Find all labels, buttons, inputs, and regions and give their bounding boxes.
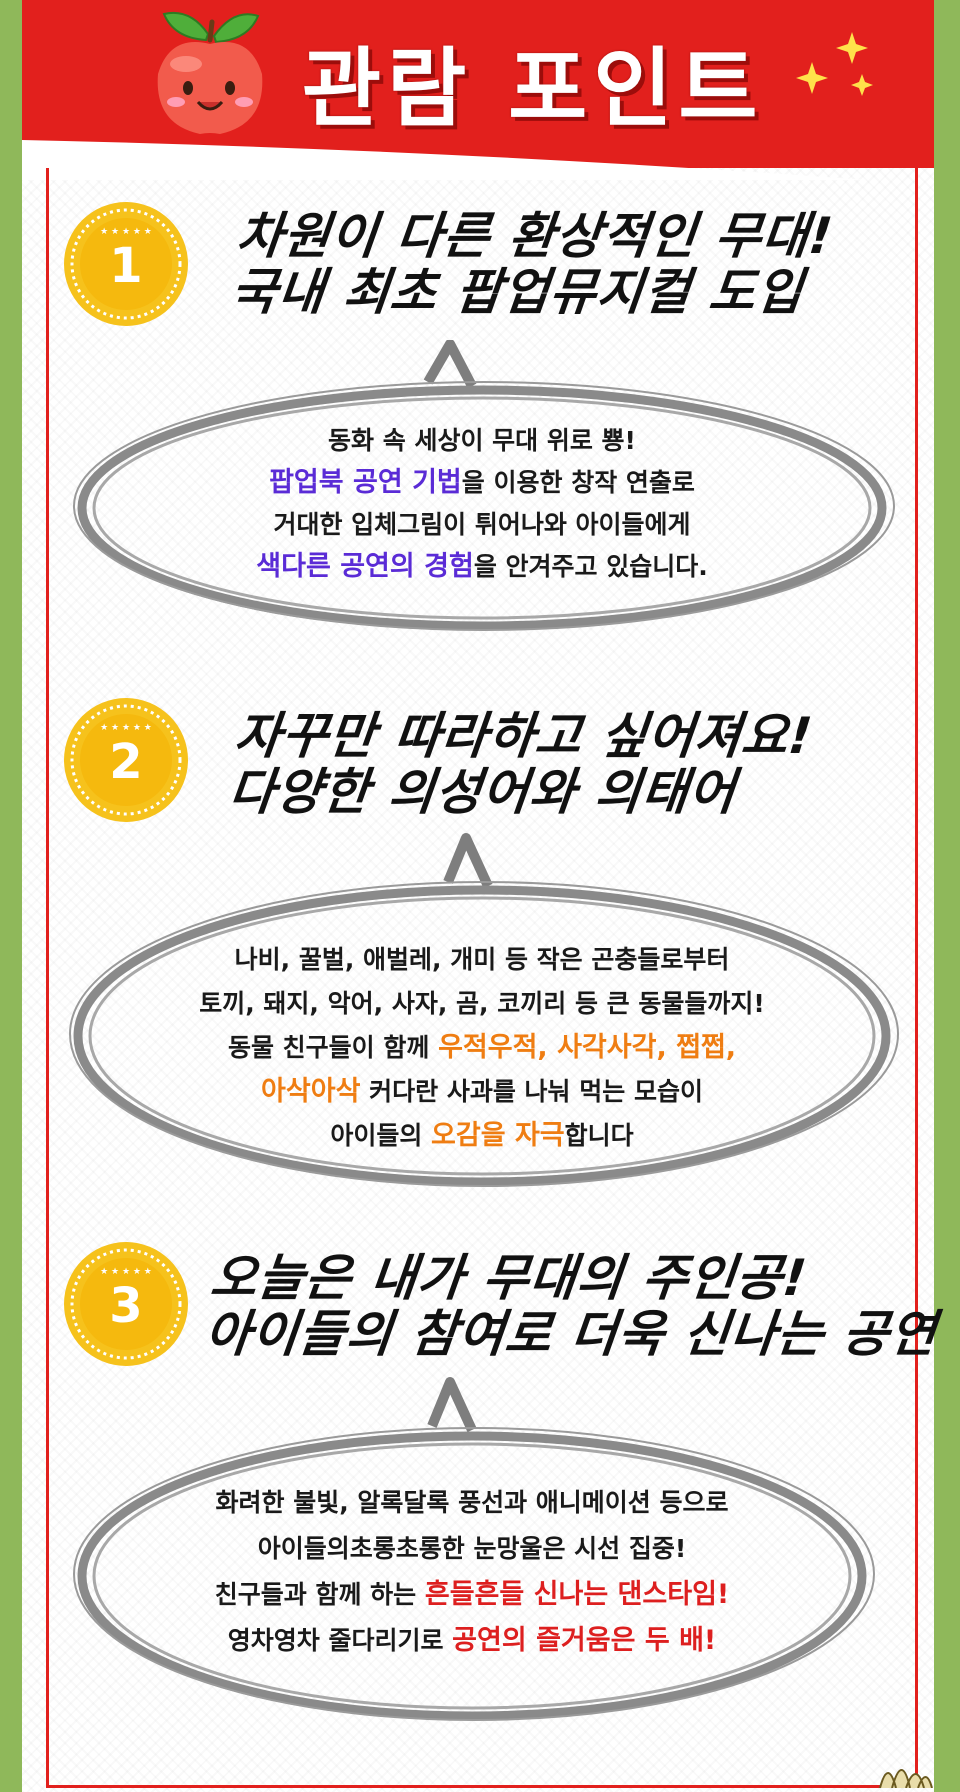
medal-number: 3 (109, 1278, 142, 1334)
title-line: 차원이 다른 환상적인 무대! (233, 207, 837, 265)
desc-line: 토끼, 돼지, 악어, 사자, 곰, 코끼리 등 큰 동물들까지! (199, 989, 765, 1018)
header-curve (22, 140, 868, 180)
desc-line: 팝업북 공연 기법을 이용한 창작 연출로 (269, 467, 695, 498)
page-frame: 관람 포인트 ★ ★ ★ ★ ★ 1 차원이 다른 환상적인 무대! 국내 최초… (22, 0, 940, 1792)
desc-line: 거대한 입체그림이 튀어나와 아이들에게 (273, 510, 691, 539)
svg-text:★ ★ ★ ★ ★: ★ ★ ★ ★ ★ (100, 723, 152, 733)
grass-decoration-icon (874, 1748, 934, 1792)
title-line: 국내 최초 팝업뮤지컬 도입 (228, 263, 807, 321)
medal-number: 2 (109, 734, 142, 790)
highlight-text: 색다른 공연의 경험 (256, 551, 474, 582)
desc-line: 동물 친구들이 함께 우적우적, 사각사각, 쩝쩝, (227, 1032, 737, 1063)
header-banner: 관람 포인트 (22, 0, 934, 180)
highlight-text: 팝업북 공연 기법 (269, 467, 462, 498)
desc-line: 나비, 꿀벌, 애벌레, 개미 등 작은 곤충들로부터 (234, 945, 730, 974)
desc-line: 친구들과 함께 하는 흔들흔들 신나는 댄스타임! (214, 1579, 730, 1610)
highlight-text: 아삭아삭 (261, 1076, 361, 1107)
speech-bubble-icon (52, 1376, 912, 1740)
desc-line: 영차영차 줄다리기로 공연의 즐거움은 두 배! (227, 1625, 717, 1656)
title-line: 아이들의 참여로 더욱 신나는 공연 (202, 1305, 940, 1363)
header-title: 관람 포인트 (302, 39, 764, 139)
point-description: 나비, 꿀벌, 애벌레, 개미 등 작은 곤충들로부터 토끼, 돼지, 악어, … (102, 938, 862, 1158)
title-line: 오늘은 내가 무대의 주인공! (207, 1249, 811, 1307)
desc-line: 동화 속 세상이 무대 위로 뿅! (328, 426, 636, 455)
desc-line: 아이들의 오감을 자극합니다 (330, 1120, 634, 1151)
desc-line: 색다른 공연의 경험을 안겨주고 있습니다. (256, 551, 708, 582)
svg-text:★ ★ ★ ★ ★: ★ ★ ★ ★ ★ (100, 1267, 152, 1277)
point-description: 화려한 불빛, 알록달록 풍선과 애니메이션 등으로 아이들의초롱초롱한 눈망울… (122, 1480, 822, 1664)
medal-icon: ★ ★ ★ ★ ★ 3 (62, 1240, 190, 1372)
medal-icon: ★ ★ ★ ★ ★ 2 (62, 696, 190, 828)
highlight-text: 공연의 즐거움은 두 배! (452, 1625, 717, 1656)
title-line: 다양한 의성어와 의태어 (226, 763, 739, 821)
medal-icon: ★ ★ ★ ★ ★ 1 (62, 200, 190, 332)
point-title: 오늘은 내가 무대의 주인공! 아이들의 참여로 더욱 신나는 공연 (202, 1249, 945, 1363)
point-title: 자꾸만 따라하고 싶어져요! 다양한 의성어와 의태어 (226, 707, 816, 821)
point-title: 차원이 다른 환상적인 무대! 국내 최초 팝업뮤지컬 도입 (228, 207, 837, 321)
speech-bubble-icon (52, 339, 912, 644)
content-border (46, 168, 918, 1788)
point-description: 동화 속 세상이 무대 위로 뿅! 팝업북 공연 기법을 이용한 창작 연출로 … (152, 420, 812, 588)
svg-text:★ ★ ★ ★ ★: ★ ★ ★ ★ ★ (100, 227, 152, 237)
desc-line: 화려한 불빛, 알록달록 풍선과 애니메이션 등으로 (215, 1488, 729, 1517)
desc-line: 아삭아삭 커다란 사과를 나눠 먹는 모습이 (261, 1076, 703, 1107)
highlight-text: 흔들흔들 신나는 댄스타임! (424, 1579, 730, 1610)
medal-number: 1 (109, 238, 142, 294)
title-line: 자꾸만 따라하고 싶어져요! (231, 707, 816, 765)
desc-line: 아이들의초롱초롱한 눈망울은 시선 집중! (257, 1534, 687, 1563)
speech-bubble-icon (52, 832, 912, 1206)
highlight-text: 우적우적, 사각사각, 쩝쩝, (438, 1032, 737, 1063)
highlight-text: 오감을 자극 (431, 1120, 565, 1151)
